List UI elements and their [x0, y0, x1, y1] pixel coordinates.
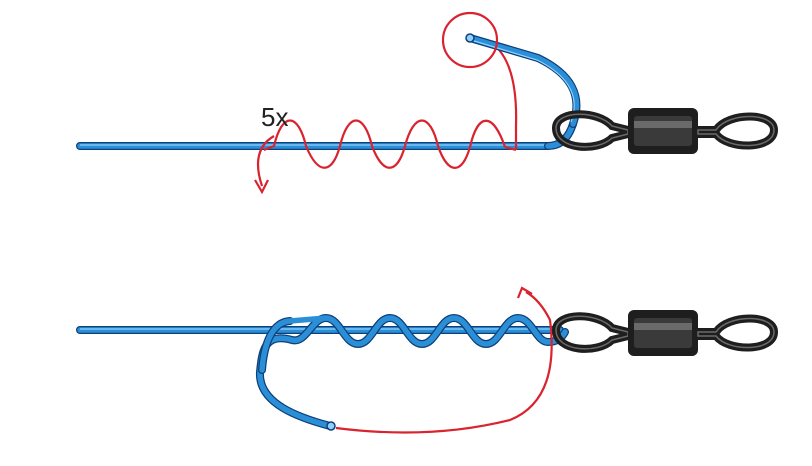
wrapped-tag-end — [256, 313, 569, 431]
wrap-count-label: 5x — [261, 102, 288, 132]
tag-end — [465, 33, 581, 128]
barrel-swivel-icon — [551, 310, 779, 356]
direction-arrow-icon — [256, 135, 275, 187]
standing-line — [5, 120, 577, 150]
barrel-swivel-icon — [551, 108, 779, 154]
return-guide-line — [335, 291, 553, 434]
tag-end-circle-icon — [441, 11, 499, 69]
step-1-panel: 5x — [5, 11, 779, 195]
step-2-panel — [5, 286, 779, 434]
standing-line-2 — [5, 326, 564, 334]
direction-arrow-icon — [516, 286, 533, 299]
